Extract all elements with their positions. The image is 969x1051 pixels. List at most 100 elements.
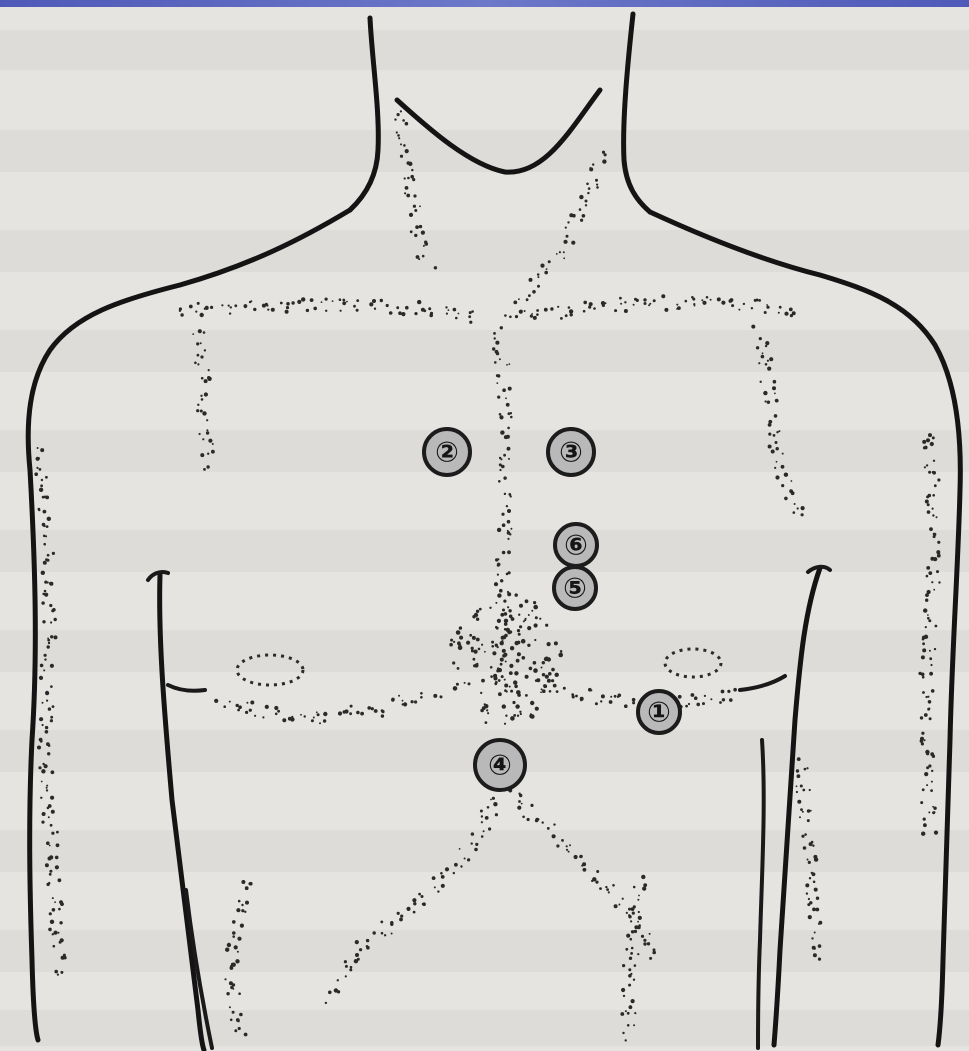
- stipple-dot: [374, 709, 378, 713]
- stipple-dot: [240, 924, 244, 928]
- stipple-dot: [536, 678, 540, 682]
- stipple-dot: [920, 716, 923, 719]
- stipple-dot: [204, 392, 208, 396]
- stipple-dot: [630, 952, 633, 955]
- stipple-dot: [356, 711, 360, 715]
- stipple-dot: [230, 965, 233, 968]
- stipple-dot: [497, 646, 499, 648]
- stipple-dot: [497, 619, 501, 623]
- stipple-dot: [765, 341, 769, 345]
- stipple-dot: [47, 554, 49, 556]
- stipple-dot: [510, 690, 513, 693]
- stipple-dot: [929, 657, 932, 660]
- stipple-dot: [45, 726, 48, 729]
- stipple-dot: [922, 642, 925, 645]
- stipple-dot: [813, 881, 816, 884]
- stipple-dot: [248, 882, 251, 885]
- stipple-dot: [920, 801, 923, 804]
- stipple-dot: [545, 657, 548, 660]
- stipple-dot: [494, 337, 496, 339]
- stipple-dot: [790, 314, 793, 317]
- stipple-dot: [926, 495, 929, 498]
- stipple-dot: [519, 310, 523, 314]
- stipple-dot: [504, 679, 506, 681]
- stipple-dot: [931, 770, 933, 772]
- stipple-dot: [244, 911, 246, 913]
- stipple-dot: [768, 423, 772, 427]
- stipple-dot: [801, 506, 805, 510]
- stipple-dot: [566, 241, 568, 243]
- stipple-dot: [534, 623, 538, 627]
- stipple-dot: [412, 178, 415, 181]
- stipple-dot: [515, 593, 518, 596]
- stipple-dot: [391, 933, 393, 935]
- stipple-dot: [758, 362, 760, 364]
- stipple-dot: [234, 304, 237, 307]
- stipple-dot: [596, 184, 598, 186]
- stipple-dot: [230, 1019, 233, 1022]
- stipple-dot: [236, 908, 240, 912]
- stipple-dot: [807, 819, 810, 822]
- stipple-dot: [527, 644, 530, 647]
- stipple-dot: [776, 431, 778, 433]
- stipple-dot: [756, 299, 759, 302]
- stipple-dot: [540, 264, 544, 268]
- marker-4-label: ④: [488, 749, 512, 782]
- stipple-dot: [536, 313, 539, 316]
- stipple-dot: [366, 939, 369, 942]
- stipple-dot: [488, 827, 491, 830]
- stipple-dot: [633, 1024, 635, 1026]
- stipple-dot: [507, 606, 509, 608]
- stipple-dot: [653, 299, 656, 302]
- stipple-dot: [530, 315, 533, 318]
- stipple-dot: [791, 491, 795, 495]
- stipple-dot: [291, 301, 294, 304]
- stipple-dot: [228, 305, 230, 307]
- stipple-dot: [504, 619, 508, 623]
- stipple-dot: [694, 696, 698, 700]
- stipple-dot: [202, 438, 204, 440]
- stipple-dot: [797, 757, 801, 761]
- stipple-dot: [623, 995, 625, 997]
- stipple-dot: [506, 573, 509, 576]
- stipple-dot: [818, 944, 822, 948]
- stipple-dot: [481, 644, 483, 646]
- stipple-dot: [398, 311, 402, 315]
- stipple-dot: [189, 305, 193, 309]
- stipple-dot: [758, 299, 761, 302]
- stipple-dot: [47, 752, 50, 755]
- stipple-dot: [495, 558, 498, 561]
- stipple-dot: [407, 177, 410, 180]
- stipple-dot: [356, 299, 359, 302]
- stipple-dot: [781, 465, 785, 469]
- stipple-dot: [46, 785, 48, 787]
- stipple-dot: [547, 827, 550, 830]
- stipple-dot: [588, 688, 592, 692]
- stipple-dot: [505, 661, 507, 663]
- right-inner-arm-line-2: [758, 740, 764, 1048]
- stipple-dot: [41, 769, 45, 773]
- stipple-dot: [371, 707, 374, 710]
- stipple-dot: [225, 948, 229, 952]
- stipple-dot: [504, 628, 507, 631]
- stipple-dot: [52, 897, 54, 899]
- stipple-dot: [497, 528, 501, 532]
- stipple-dot: [781, 484, 784, 487]
- stipple-dot: [529, 667, 533, 671]
- stipple-dot: [507, 538, 509, 540]
- stipple-dot: [238, 900, 241, 903]
- stipple-dot: [48, 857, 52, 861]
- stipple-dot: [617, 696, 619, 698]
- stipple-dot: [241, 880, 245, 884]
- stipple-dot: [380, 299, 383, 302]
- stipple-dot: [197, 363, 199, 365]
- stipple-dot: [229, 312, 231, 314]
- stipple-dot: [921, 832, 925, 836]
- stipple-dot: [507, 448, 509, 450]
- stipple-dot: [797, 774, 801, 778]
- stipple-dot: [41, 821, 44, 824]
- stipple-dot: [933, 533, 936, 536]
- stipple-dot: [676, 304, 678, 306]
- stipple-dot: [559, 653, 562, 656]
- stipple-dot: [626, 912, 628, 914]
